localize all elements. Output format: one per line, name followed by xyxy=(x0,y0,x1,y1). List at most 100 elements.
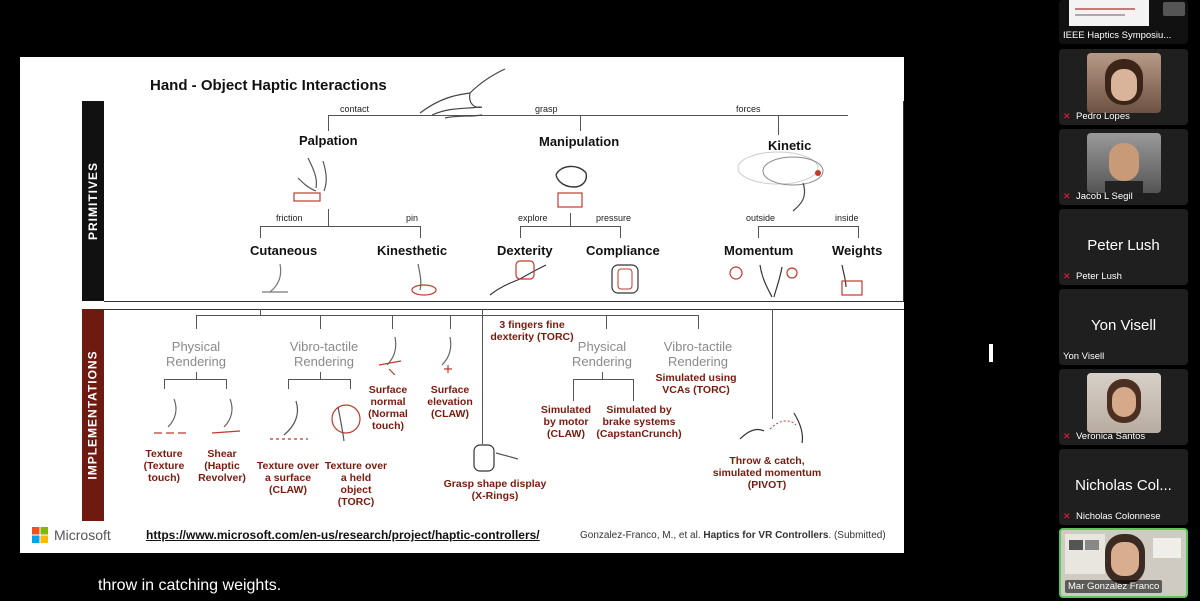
tree-line xyxy=(698,315,699,329)
participant-tile-nicholas[interactable]: Nicholas Col... ✕ Nicholas Colonnese xyxy=(1059,449,1188,525)
participant-name-text: Pedro Lopes xyxy=(1076,111,1130,122)
background-frame xyxy=(1153,538,1181,558)
impl-sim-brake: Simulated by brake systems (CapstanCrunc… xyxy=(596,404,682,440)
participant-tile-jacob[interactable]: ✕ Jacob L Segil xyxy=(1059,129,1188,205)
tree-line xyxy=(164,379,226,380)
impl-grasp-shape: Grasp shape display (X-Rings) xyxy=(443,478,547,502)
texture-touch-illustration xyxy=(154,398,186,434)
dexterity-illustration xyxy=(489,260,547,296)
kinesthetic-illustration xyxy=(411,263,437,296)
primitive-weights: Weights xyxy=(832,243,883,258)
tree-line xyxy=(606,315,698,316)
tree-line xyxy=(573,379,574,401)
citation-title: Haptics for VR Controllers xyxy=(703,530,829,541)
primitive-momentum: Momentum xyxy=(724,243,794,258)
participant-name-text: Nicholas Colonnese xyxy=(1076,511,1161,522)
primitives-label: PRIMITIVES xyxy=(86,161,101,241)
impl-texture-surface: Texture over a surface (CLAW) xyxy=(256,460,320,496)
tree-line xyxy=(164,379,165,389)
tree-line xyxy=(392,315,393,329)
impl-texture-held: Texture over a held object (TORC) xyxy=(324,460,388,508)
primitive-manipulation: Manipulation xyxy=(539,134,620,149)
hand-illustration xyxy=(419,68,506,119)
impl-surface-elevation: Surface elevation (CLAW) xyxy=(427,384,473,420)
shear-illustration xyxy=(211,398,241,434)
participant-name-text: Veronica Santos xyxy=(1076,431,1146,442)
edge-forces: forces xyxy=(736,104,761,114)
tree-line xyxy=(350,379,351,389)
tree-line xyxy=(288,379,350,380)
edge-pin: pin xyxy=(406,213,419,223)
participant-tile-yon[interactable]: Yon Visell Yon Visell xyxy=(1059,289,1188,365)
grasp-shape-illustration xyxy=(473,444,519,472)
impl-vibro-rendering-2: Vibro-tactile Rendering xyxy=(663,339,733,369)
small-avatar xyxy=(1163,2,1185,16)
edge-outside: outside xyxy=(746,213,776,223)
participant-name: ✕ Jacob L Segil xyxy=(1063,191,1133,202)
tree-line xyxy=(758,226,759,238)
tree-line xyxy=(570,213,571,226)
tree-line xyxy=(778,115,779,135)
impl-sim-motor: Simulated by motor (CLAW) xyxy=(540,404,592,440)
participant-name: ✕ Nicholas Colonnese xyxy=(1063,511,1161,522)
participant-display-name: Yon Visell xyxy=(1090,317,1157,334)
participant-tile-veronica[interactable]: ✕ Veronica Santos xyxy=(1059,369,1188,445)
manipulation-illustration xyxy=(555,165,588,208)
participant-tile-pedro[interactable]: ✕ Pedro Lopes xyxy=(1059,49,1188,125)
project-link[interactable]: https://www.microsoft.com/en-us/research… xyxy=(146,528,540,542)
tree-top xyxy=(328,115,848,116)
tree-line xyxy=(260,226,261,238)
tree-line xyxy=(573,379,633,380)
participant-tile-screen[interactable]: IEEE Haptics Symposiu... xyxy=(1059,0,1188,44)
impl-shear: Shear (Haptic Revolver) xyxy=(198,448,246,484)
weights-illustration xyxy=(841,264,863,296)
impl-physical-rendering-1: Physical Rendering xyxy=(166,339,226,369)
edge-explore: explore xyxy=(518,213,548,223)
primitive-dexterity: Dexterity xyxy=(497,243,553,258)
texture-held-illustration xyxy=(331,404,361,442)
surface-elevation-illustration xyxy=(441,336,452,373)
impl-throw-catch: Throw & catch, simulated momentum (PIVOT… xyxy=(712,455,822,491)
palpation-illustration xyxy=(293,157,327,202)
impl-physical-rendering-2: Physical Rendering xyxy=(572,339,632,369)
tree-line xyxy=(226,379,227,389)
edge-friction: friction xyxy=(276,213,303,223)
impl-surface-normal: Surface normal (Normal touch) xyxy=(368,384,408,432)
tree-line xyxy=(196,315,197,329)
mic-muted-icon: ✕ xyxy=(1063,431,1071,441)
microsoft-logo-text: Microsoft xyxy=(54,527,111,543)
participant-tile-peter[interactable]: Peter Lush ✕ Peter Lush xyxy=(1059,209,1188,285)
citation-authors: Gonzalez-Franco, M., et al. xyxy=(580,530,701,541)
primitive-kinetic: Kinetic xyxy=(768,138,812,153)
impl-texture-touch: Texture (Texture touch) xyxy=(143,448,185,484)
participant-name-text: Jacob L Segil xyxy=(1076,191,1133,202)
tree-line xyxy=(320,315,321,329)
participant-name-text: Peter Lush xyxy=(1076,271,1122,282)
tree-line xyxy=(260,309,261,315)
tree-line xyxy=(450,315,451,329)
participant-video xyxy=(1087,373,1161,433)
screen-thumbnail xyxy=(1069,0,1149,26)
tree-line xyxy=(606,315,607,329)
tree-line xyxy=(620,226,621,238)
tree-line xyxy=(196,372,197,379)
citation-status: . (Submitted) xyxy=(828,530,886,541)
tree-line xyxy=(633,379,634,401)
tree-line xyxy=(328,209,329,226)
background-shelf xyxy=(1065,534,1105,574)
frame-right xyxy=(903,101,904,301)
tree-line xyxy=(392,315,450,316)
mic-muted-icon: ✕ xyxy=(1063,111,1071,121)
primitives-band: PRIMITIVES xyxy=(82,101,104,301)
microsoft-logo-icon xyxy=(32,527,48,543)
impl-sim-vcas: Simulated using VCAs (TORC) xyxy=(655,372,737,396)
implementations-label: IMPLEMENTATIONS xyxy=(86,350,100,480)
participant-tile-mar[interactable]: Mar Gonzalez Franco xyxy=(1059,528,1188,598)
tree-line xyxy=(328,115,329,131)
impl-vibro-rendering-1: Vibro-tactile Rendering xyxy=(289,339,359,369)
participant-name: Mar Gonzalez Franco xyxy=(1065,580,1163,593)
tree-line xyxy=(858,226,859,238)
slide-title: Hand - Object Haptic Interactions xyxy=(150,77,387,94)
participant-display-name: Nicholas Col... xyxy=(1075,477,1172,494)
